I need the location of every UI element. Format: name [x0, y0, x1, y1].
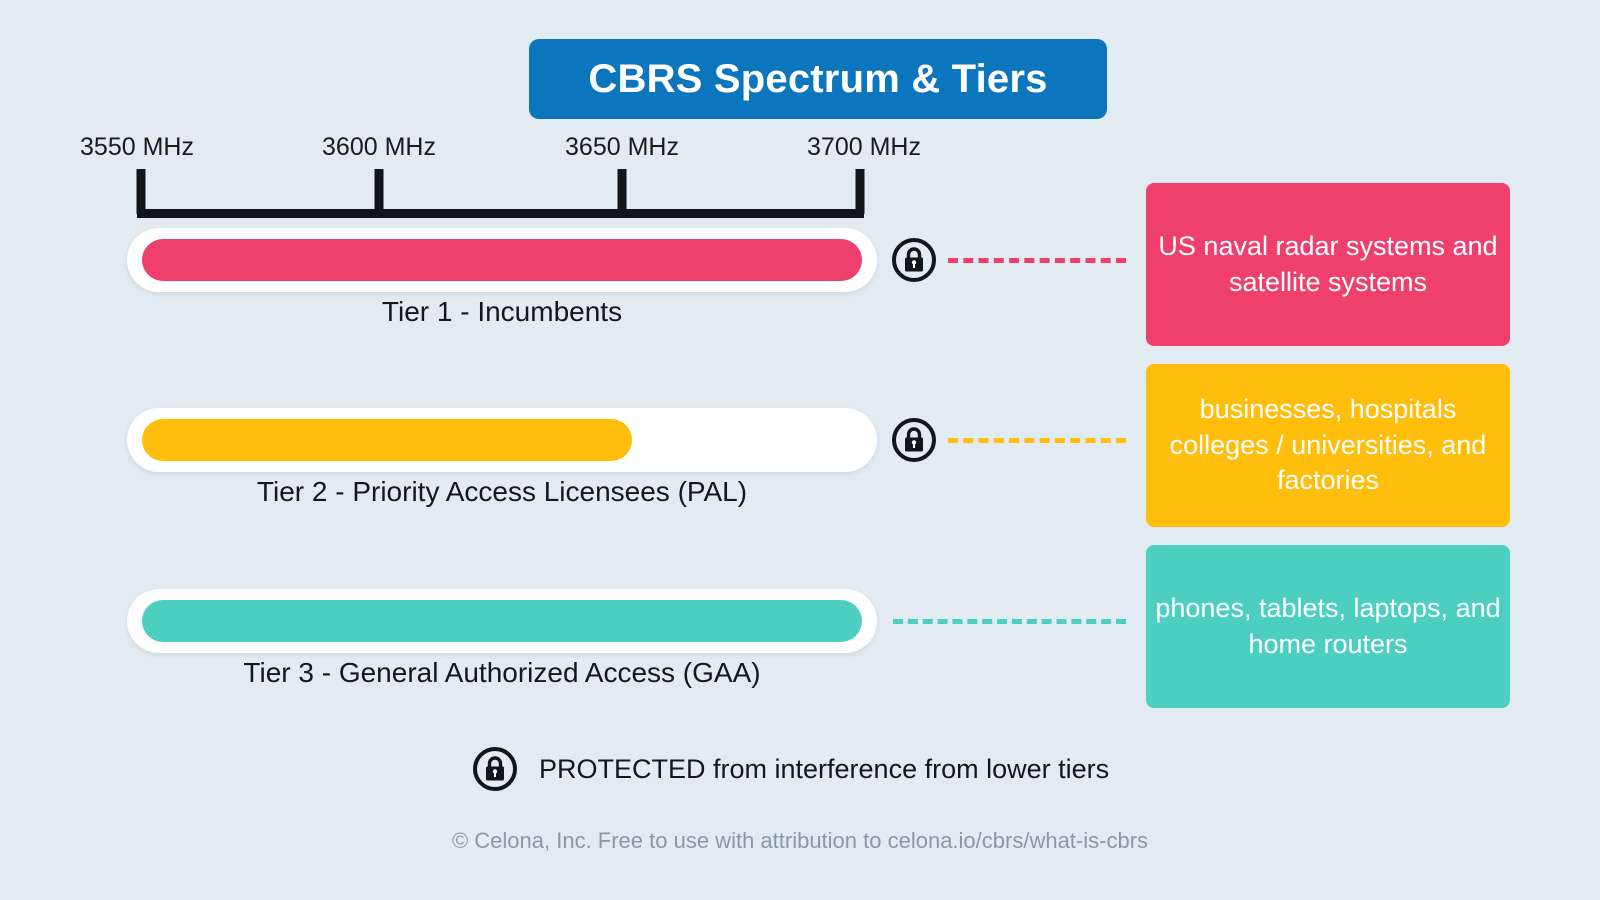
- lock-icon: [890, 416, 938, 464]
- tier-1-connector: [948, 258, 1126, 263]
- footer-attribution: © Celona, Inc. Free to use with attribut…: [451, 828, 1149, 853]
- tier-2-caption: Tier 2 - Priority Access Licensees (PAL): [256, 476, 748, 507]
- tier-1-bar-fill: [142, 239, 862, 281]
- freq-label-3650: 3650 MHz: [565, 133, 679, 161]
- axis-baseline: [137, 209, 864, 218]
- lock-icon: [471, 745, 519, 793]
- axis-tick-3600: [374, 169, 384, 214]
- tier-1-bar-track: [127, 228, 877, 292]
- title-banner: CBRS Spectrum & Tiers: [529, 39, 1107, 119]
- tier-1-caption: Tier 1 - Incumbents: [381, 296, 623, 327]
- freq-label-3700: 3700 MHz: [807, 133, 921, 161]
- tier-3-bar-track: [127, 589, 877, 653]
- lock-icon: [890, 236, 938, 284]
- tier-3-connector: [893, 619, 1126, 624]
- freq-label-3600: 3600 MHz: [322, 133, 436, 161]
- tier-2-callout: businesses, hospitals colleges / univers…: [1146, 364, 1510, 527]
- axis-tick-3650: [617, 169, 627, 214]
- tier-2-bar-fill: [142, 419, 632, 461]
- tier-3-callout: phones, tablets, laptops, and home route…: [1146, 545, 1510, 708]
- page-title: CBRS Spectrum & Tiers: [588, 56, 1048, 101]
- tier-3-bar-fill: [142, 600, 862, 642]
- tier-2-bar-track: [127, 408, 877, 472]
- legend: PROTECTED from interference from lower t…: [471, 745, 1109, 793]
- legend-label: PROTECTED from interference from lower t…: [539, 753, 1110, 784]
- freq-label-3550: 3550 MHz: [80, 133, 194, 161]
- tier-3-caption: Tier 3 - General Authorized Access (GAA): [243, 657, 761, 688]
- frequency-scale: 3550 MHz 3600 MHz 3650 MHz 3700 MHz: [80, 133, 950, 223]
- tier-1-callout: US naval radar systems and satellite sys…: [1146, 183, 1510, 346]
- tier-2-connector: [948, 438, 1126, 443]
- axis-tick-3700: [855, 169, 865, 214]
- axis-tick-3550: [136, 169, 146, 214]
